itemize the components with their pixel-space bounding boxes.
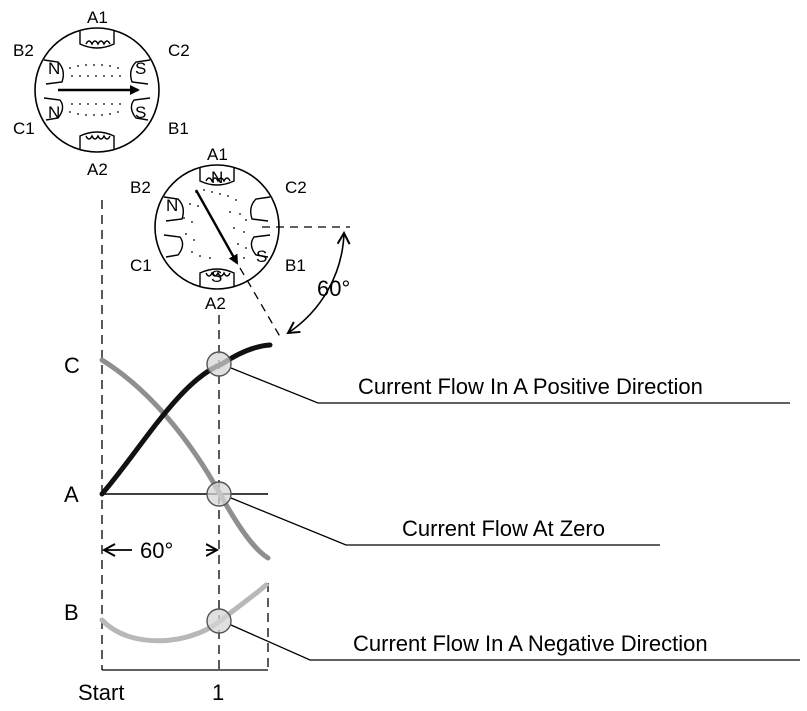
pole-label: N bbox=[211, 168, 223, 187]
winding-label-c2: C2 bbox=[168, 41, 190, 60]
rotation-angle-label: 60° bbox=[317, 276, 350, 301]
winding-label-a1: A1 bbox=[207, 145, 228, 164]
phase-b-label: B bbox=[64, 600, 79, 625]
stator-rotated-poles bbox=[163, 167, 271, 287]
pole-label: N bbox=[48, 59, 60, 78]
zero-current-marker bbox=[206, 481, 232, 507]
phase-c-label: C bbox=[64, 353, 80, 378]
phase-a-label: A bbox=[64, 482, 79, 507]
phase-a-waveform bbox=[99, 342, 273, 497]
positive-current-marker bbox=[206, 351, 232, 377]
rotation-angle-arc bbox=[288, 233, 344, 333]
start-label: Start bbox=[78, 680, 124, 705]
zero-current-annotation: Current Flow At Zero bbox=[402, 516, 605, 541]
pole-label: N bbox=[48, 103, 60, 122]
stator-rotated-field-dots bbox=[183, 189, 247, 259]
interval-label: 60° bbox=[140, 538, 173, 563]
waveform-section: 60° C A B Start 1 Current Flow In A Posi… bbox=[64, 200, 800, 705]
negative-leader-line bbox=[230, 624, 800, 661]
interval-label-background bbox=[132, 538, 206, 562]
winding-label-c1: C1 bbox=[130, 256, 152, 275]
stator-top-poles bbox=[43, 30, 151, 150]
pole-label: N bbox=[166, 196, 178, 215]
negative-direction-annotation: Current Flow In A Negative Direction bbox=[353, 631, 708, 656]
pole-label: S bbox=[135, 103, 146, 122]
pole-label: S bbox=[256, 247, 267, 266]
winding-label-b1: B1 bbox=[168, 119, 189, 138]
negative-current-marker bbox=[206, 608, 232, 634]
winding-label-b1: B1 bbox=[285, 256, 306, 275]
pole-label: S bbox=[211, 267, 222, 286]
phase-b-waveform bbox=[99, 582, 269, 644]
stator-rotated-field-arrow bbox=[194, 189, 239, 265]
stator-rotated: N N S S A1 A2 B2 C2 C1 B1 60° bbox=[130, 145, 350, 341]
winding-label-a2: A2 bbox=[205, 294, 226, 313]
winding-label-a1: A1 bbox=[87, 8, 108, 27]
stator-top-field-dots bbox=[69, 64, 121, 116]
pole-label: S bbox=[135, 59, 146, 78]
step-one-label: 1 bbox=[212, 680, 224, 705]
winding-label-b2: B2 bbox=[130, 178, 151, 197]
winding-label-c2: C2 bbox=[285, 178, 307, 197]
winding-label-a2: A2 bbox=[87, 160, 108, 179]
zero-leader-line bbox=[230, 497, 660, 546]
phase-c-waveform bbox=[99, 357, 271, 561]
winding-label-c1: C1 bbox=[13, 119, 35, 138]
stator-top: N N S S A1 A2 B2 C2 C1 B1 bbox=[13, 8, 190, 179]
positive-leader-line bbox=[230, 367, 790, 404]
winding-label-b2: B2 bbox=[13, 41, 34, 60]
positive-direction-annotation: Current Flow In A Positive Direction bbox=[358, 374, 703, 399]
